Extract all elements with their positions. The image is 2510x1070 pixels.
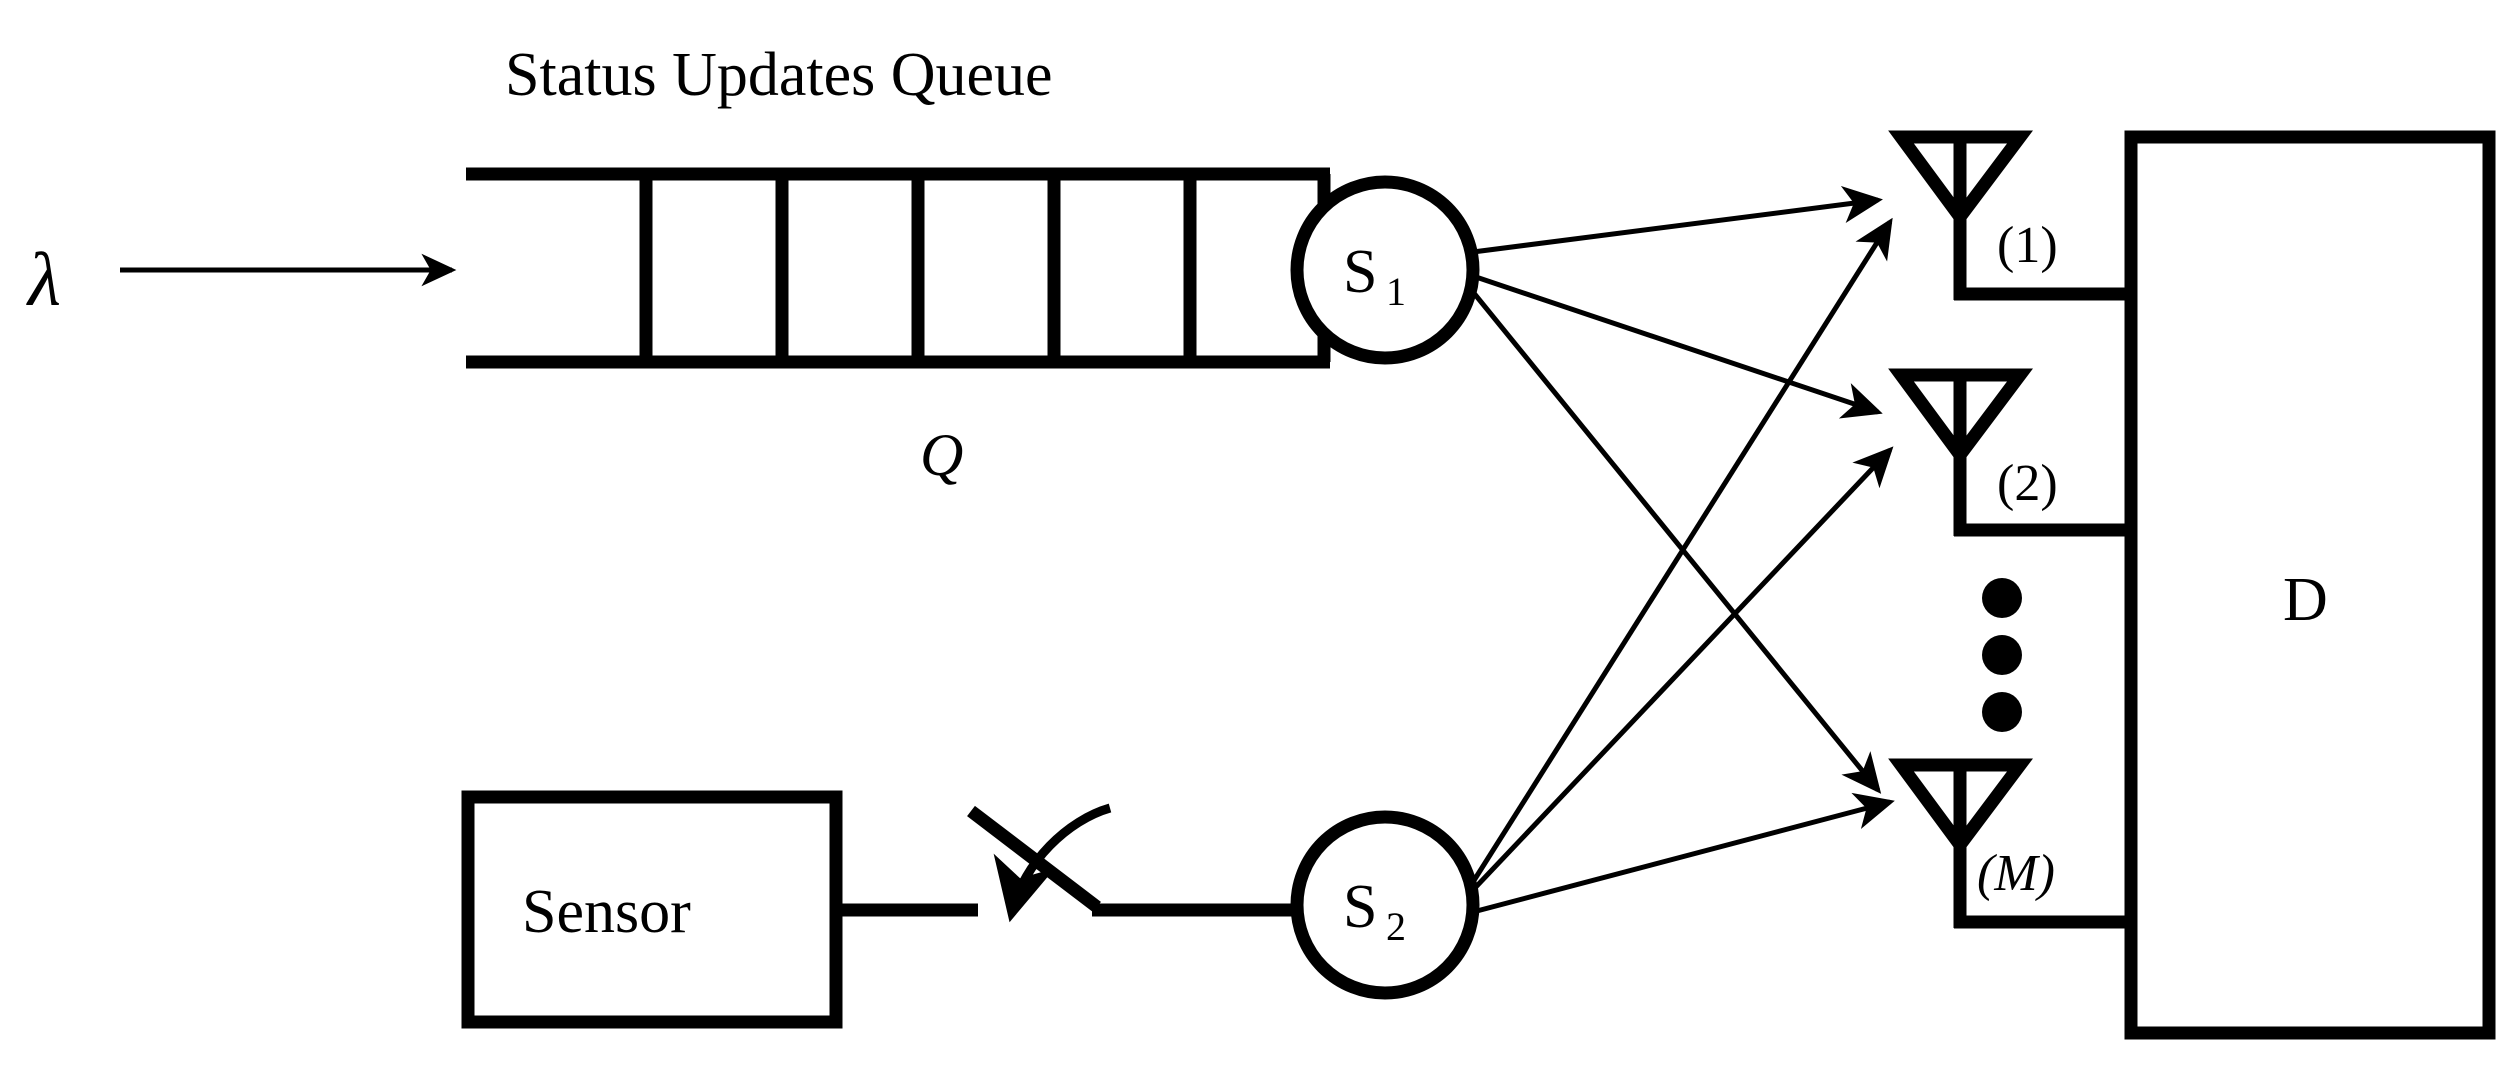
link-s2-antenna-2 [1471,446,1894,892]
queue-symbol: Q [920,422,963,488]
link-s1-antenna-2 [1472,273,1883,419]
sampling-switch[interactable] [967,803,1300,923]
status-updates-queue [466,167,1331,369]
queue-cell-dividers [639,178,1197,358]
antenna-2-label: (2) [1997,455,2058,512]
link-s1-antenna-1 [1472,185,1883,255]
source-s1-label: S [1343,238,1377,306]
antenna-ellipsis [1982,578,2022,732]
ellipsis-dot [1982,578,2022,618]
link-s2-antenna-1 [1470,217,1893,884]
antenna-1-label: (1) [1997,217,2058,274]
sensor-label: Sensor [522,878,691,946]
switch-motion-arrow [993,803,1112,923]
source-s2-label: S [1343,873,1377,941]
destination-label: D [2283,566,2328,634]
link-s1-antenna-M [1471,290,1882,794]
source-s1-subscript: 1 [1386,269,1406,314]
source-s2-subscript: 2 [1386,904,1406,949]
link-s2-antenna-M [1472,792,1895,915]
sensor-box[interactable]: Sensor [461,790,843,1029]
ellipsis-dot [1982,692,2022,732]
queue-title: Status Updates Queue [505,41,1053,109]
source-node-s1[interactable]: S 1 [1290,175,1480,365]
antenna-M[interactable]: (M) [1888,758,2137,929]
antenna-2[interactable]: (2) [1888,368,2137,537]
source-node-s2[interactable]: S 2 [1290,810,1480,1000]
destination-box[interactable]: D [2124,130,2496,1040]
ellipsis-dot [1982,635,2022,675]
antenna-M-label: (M) [1977,845,2055,902]
arrival-rate-label: λ [26,238,61,322]
antenna-1[interactable]: (1) [1888,130,2137,301]
